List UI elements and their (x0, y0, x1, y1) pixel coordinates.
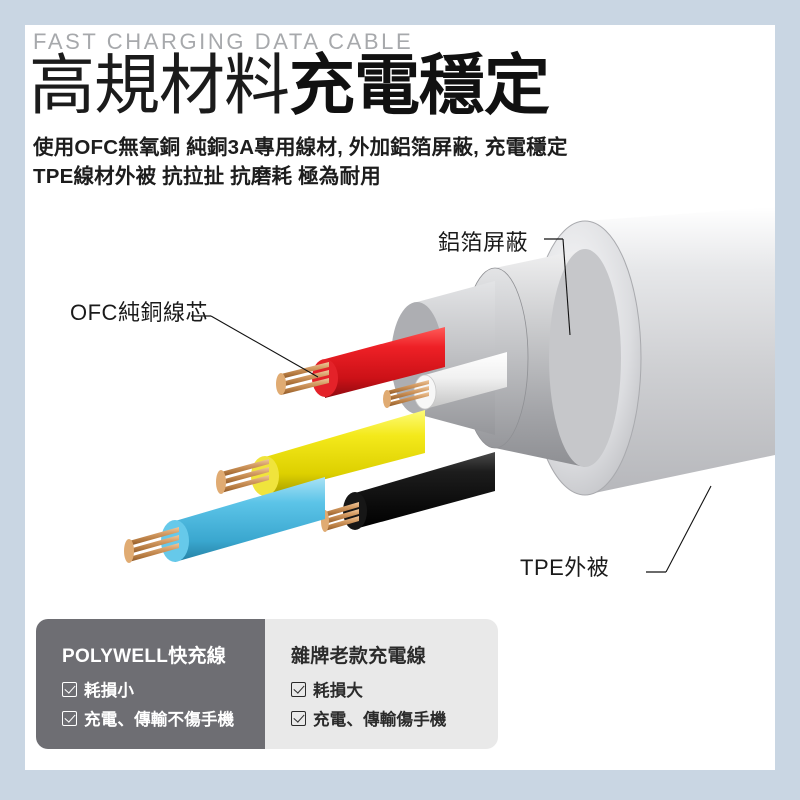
inner-core-bundle-layer (391, 281, 495, 435)
list-item-label: 充電、傳輸傷手機 (313, 711, 447, 729)
tpe-outer-jacket-layer (528, 207, 775, 496)
headline-light-part: 高規材料 (29, 48, 290, 122)
leader-foil-line (562, 238, 571, 336)
black-wire-conductor (321, 502, 359, 532)
list-item-label: 充電、傳輸不傷手機 (84, 711, 235, 729)
list-item: 充電、傳輸不傷手機 (62, 706, 265, 730)
comparison-column-generic: 雜牌老款充電線 耗損大 充電、傳輸傷手機 (265, 619, 498, 749)
black-wire (321, 452, 495, 532)
yellow-wire-conductor (216, 459, 269, 494)
comparison-right-title: 雜牌老款充電線 (291, 646, 427, 667)
checkbox-checked-icon (291, 710, 306, 726)
label-foil-shield: 鋁箔屏蔽 (438, 230, 529, 255)
headline-bold-part: 充電穩定 (289, 48, 550, 122)
label-copper-core: OFC純銅線芯 (70, 300, 208, 325)
leader-tpe-line (665, 485, 712, 573)
subtitle-line-1: 使用OFC無氧銅 純銅3A專用線材, 外加鋁箔屏蔽, 充電穩定 (33, 136, 568, 159)
checkbox-checked-icon (62, 710, 77, 726)
label-tpe-jacket: TPE外被 (520, 555, 610, 580)
page-title: 高規材料充電穩定 (29, 52, 550, 118)
checkbox-checked-icon (62, 681, 77, 697)
list-item: 充電、傳輸傷手機 (291, 706, 498, 730)
subtitle-line-2: TPE線材外被 抗拉扯 抗磨耗 極為耐用 (33, 165, 381, 188)
checkbox-checked-icon (291, 681, 306, 697)
content-card: FAST CHARGING DATA CABLE 高規材料充電穩定 使用OFC無… (25, 25, 775, 770)
white-wire (383, 352, 507, 410)
white-wire-conductor (383, 380, 429, 408)
list-item: 耗損大 (291, 677, 498, 701)
red-wire-conductor (276, 362, 329, 395)
list-item-label: 耗損小 (84, 682, 135, 700)
blue-wire-conductor (124, 527, 179, 563)
list-item: 耗損小 (62, 677, 265, 701)
aluminum-foil-shield-layer (461, 249, 621, 467)
blue-wire (124, 477, 325, 563)
comparison-column-polywell: POLYWELL快充線 耗損小 充電、傳輸不傷手機 (36, 619, 265, 749)
comparison-left-title: POLYWELL快充線 (62, 646, 227, 667)
comparison-table: POLYWELL快充線 耗損小 充電、傳輸不傷手機 雜牌老款充電線 耗損大 (36, 619, 498, 749)
yellow-wire (216, 410, 425, 496)
list-item-label: 耗損大 (313, 682, 364, 700)
leader-lines (191, 238, 712, 573)
eyebrow-text: FAST CHARGING DATA CABLE (33, 29, 414, 54)
leader-ofc-line (210, 315, 319, 378)
red-wire (276, 327, 445, 398)
